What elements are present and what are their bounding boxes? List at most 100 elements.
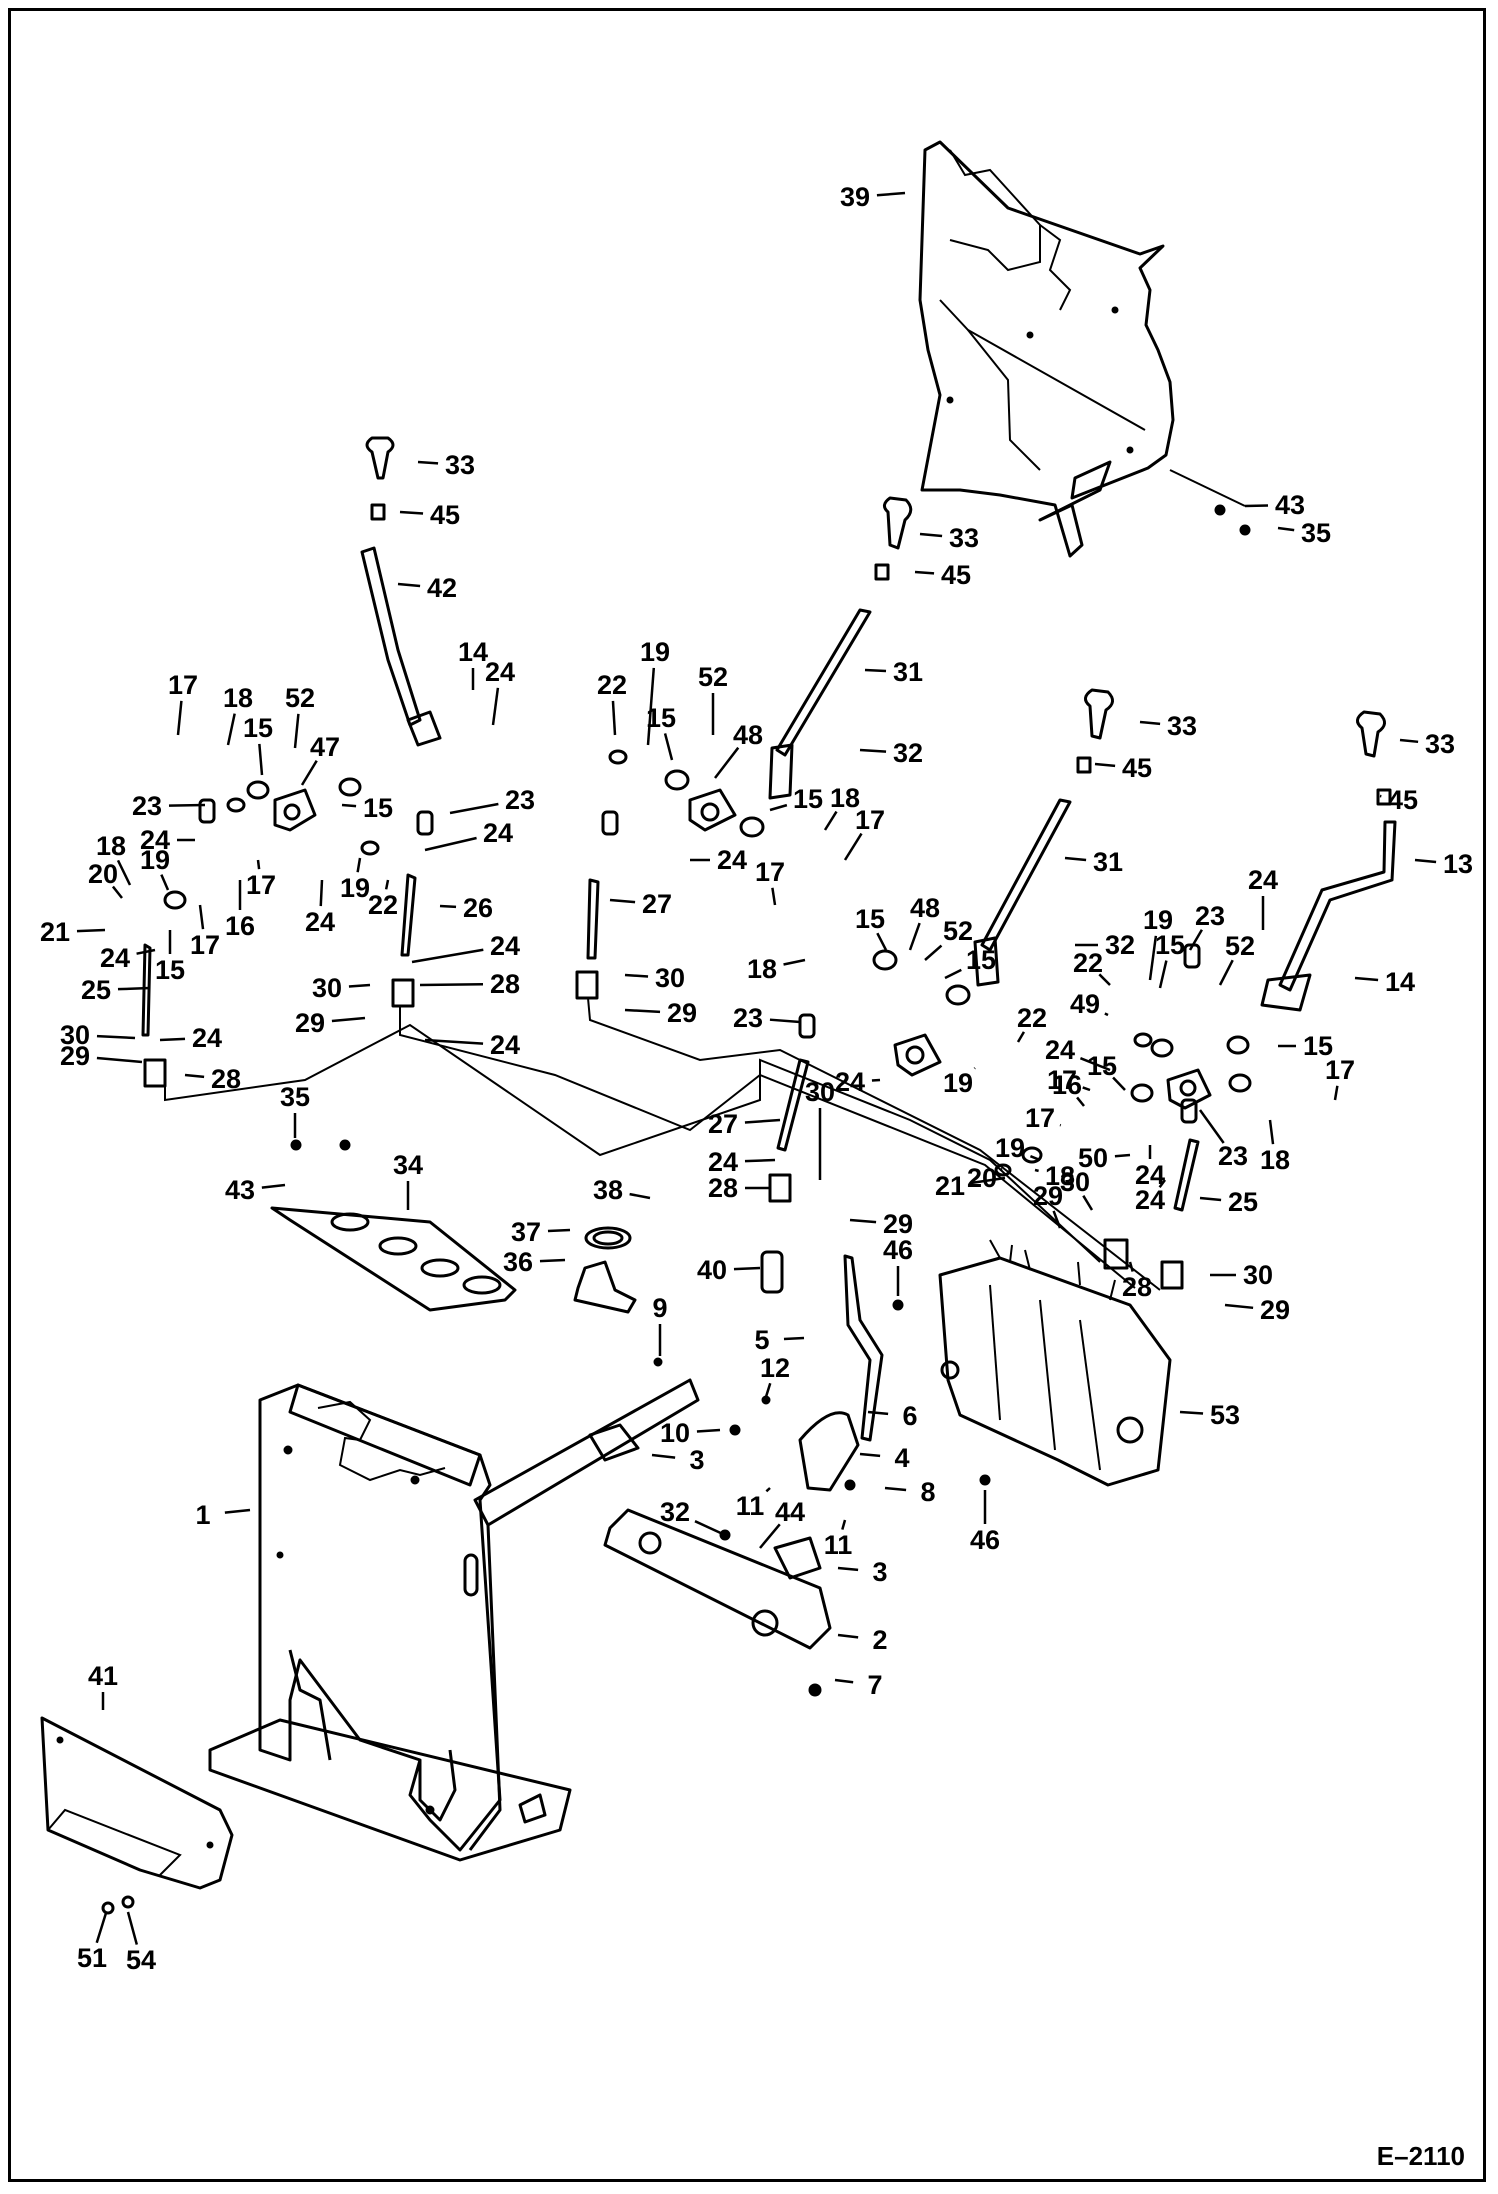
callout-leader [1104,1012,1109,1017]
callout-number: 29 [1260,1295,1290,1325]
callout-52: 52 [698,662,728,735]
callout-leader [331,1016,366,1023]
callout-number: 28 [1122,1272,1152,1302]
callout-leader [96,1034,136,1040]
callout-number: 28 [490,969,520,999]
part-main-frame [208,1378,700,1862]
callout-17: 17 [168,670,198,736]
callout-leader [1082,1195,1094,1211]
callout-21: 21 [935,1171,1006,1201]
callout-number: 39 [840,182,870,212]
callout-leader [1148,935,1158,981]
callout-number: 30 [805,1077,835,1107]
callout-number: 28 [211,1064,241,1094]
callout-number: 18 [830,783,860,813]
callout-leader [348,983,371,988]
callout-leader [168,803,206,807]
callout-52: 52 [924,916,973,961]
callout-17: 17 [1025,1103,1062,1133]
callout-number: 17 [190,930,220,960]
callout-29: 29 [1224,1295,1290,1325]
callout-leader [924,944,943,961]
callout-leader [258,743,264,776]
callout-number: 15 [1155,930,1185,960]
part-boot-seal [573,1226,637,1314]
callout-number: 48 [910,893,940,923]
callout-leader [116,859,132,886]
callout-number: 11 [824,1530,853,1560]
callout-15: 15 [944,945,996,980]
callout-number: 15 [966,945,996,975]
callout-number: 33 [445,450,475,480]
callout-leader [783,958,806,966]
callout-23: 23 [449,785,535,815]
callout-number: 24 [483,818,513,848]
callout-number: 25 [1228,1187,1258,1217]
callout-45: 45 [914,560,971,590]
part-fasteners [290,504,1251,1697]
callout-25: 25 [81,975,151,1005]
callout-number: 52 [698,662,728,692]
callout-45: 45 [1094,753,1152,783]
callout-number: 33 [1167,711,1197,741]
cable-routing [164,997,1161,1291]
part-rod-end-blocks [143,970,1184,1290]
callout-leader [1034,1168,1039,1173]
callout-number: 17 [168,670,198,700]
callout-54: 54 [126,1911,156,1975]
callout-leader [1128,1261,1134,1272]
callout-22: 22 [368,879,398,920]
callout-42: 42 [397,573,457,603]
callout-leader [1094,762,1116,768]
callout-leader [871,1078,881,1082]
callout-number: 23 [132,791,162,821]
callout-24: 24 [411,931,520,964]
callout-number: 24 [140,825,170,855]
callout-number: 24 [305,907,335,937]
callout-number: 6 [902,1401,917,1431]
callout-number: 3 [872,1557,887,1587]
callout-number: 15 [155,955,185,985]
callout-leader [971,1176,1006,1185]
callout-32: 32 [859,738,923,768]
callout-15: 15 [1087,1051,1126,1091]
callout-leader [1112,1076,1126,1091]
callout-12: 12 [760,1353,790,1401]
callout-number: 18 [1260,1145,1290,1175]
callout-18: 18 [96,831,132,886]
callout-29: 29 [1033,1181,1063,1229]
callout-17: 17 [755,857,785,906]
callout-11: 11 [824,1519,853,1560]
callout-number: 19 [340,873,370,903]
callout-24: 24 [159,1023,222,1053]
callout-leader [1052,1210,1062,1229]
callout-52: 52 [1218,931,1255,986]
callout-11: 11 [736,1487,771,1521]
callout-33: 33 [1139,711,1197,741]
callout-15: 15 [1155,930,1185,989]
callout-22: 22 [1073,948,1111,986]
callout-24: 24 [100,943,156,973]
callout-leader [1354,976,1379,982]
callout-leader [769,803,788,812]
callout-leader [424,836,477,852]
callout-17: 17 [843,805,885,861]
callout-3: 3 [837,1557,888,1587]
callout-leader [1188,929,1203,951]
drawing-border [8,8,1486,2182]
callout-32: 32 [660,1497,726,1537]
callout-leader [1064,856,1087,862]
callout-leader [319,879,324,907]
callout-leader [765,1487,771,1493]
callout-40: 40 [697,1255,761,1285]
callout-leader [763,1382,772,1401]
callout-number: 21 [935,1171,965,1201]
callout-leader [449,802,499,815]
callout-45: 45 [399,500,460,530]
callout-21: 21 [40,917,106,947]
callout-24: 24 [424,1030,520,1060]
callout-number: 13 [1443,849,1473,879]
callout-leader [841,1519,847,1530]
callout-leader [651,1453,676,1459]
callout-number: 34 [393,1150,423,1180]
